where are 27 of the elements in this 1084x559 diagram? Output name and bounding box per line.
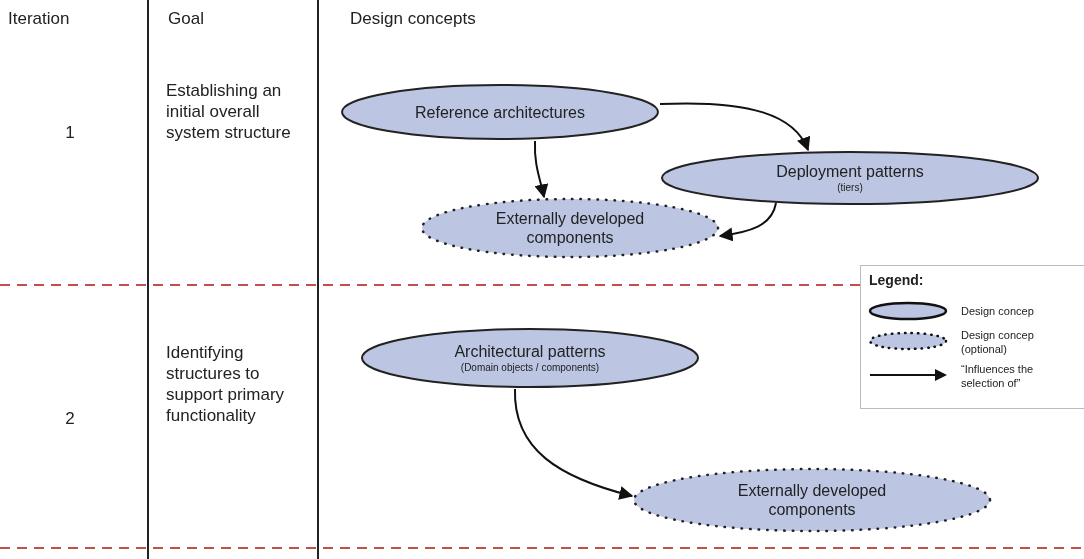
- node-title: Deployment patterns: [776, 162, 924, 181]
- arrow: [659, 102, 809, 152]
- node-title: Reference architectures: [415, 102, 585, 122]
- node-title: Externally developed components: [736, 481, 888, 519]
- goal-text: Establishing an initial overall system structure: [166, 80, 292, 143]
- node-subtitle: (Domain objects / components): [460, 361, 600, 374]
- dotted-ellipse-node: [632, 467, 992, 533]
- node-subtitle: (tiers): [837, 181, 863, 194]
- arrow: [533, 140, 549, 199]
- arrow: [718, 202, 777, 242]
- arrow: [514, 388, 634, 500]
- legend-text: “Influences the selection of”: [961, 362, 1035, 390]
- column-header: Design concepts: [350, 8, 477, 29]
- row-number: 1: [64, 122, 76, 143]
- ellipse-node: [340, 83, 660, 141]
- column-header: Goal: [168, 8, 205, 29]
- node-title: Externally developed components: [494, 209, 646, 247]
- ellipse-node: [660, 150, 1040, 206]
- dotted-ellipse-node: [420, 197, 720, 259]
- row-number: 2: [64, 408, 76, 429]
- legend-title: Legend:: [869, 272, 924, 288]
- ellipse-node: [360, 327, 700, 389]
- legend-text: Design concep (optional): [961, 328, 1035, 356]
- node-title: Architectural patterns: [454, 342, 606, 361]
- goal-text: Identifying structures to support primary functionality: [166, 342, 286, 426]
- column-header: Iteration: [8, 8, 71, 29]
- legend-text: Design concep: [961, 304, 1035, 318]
